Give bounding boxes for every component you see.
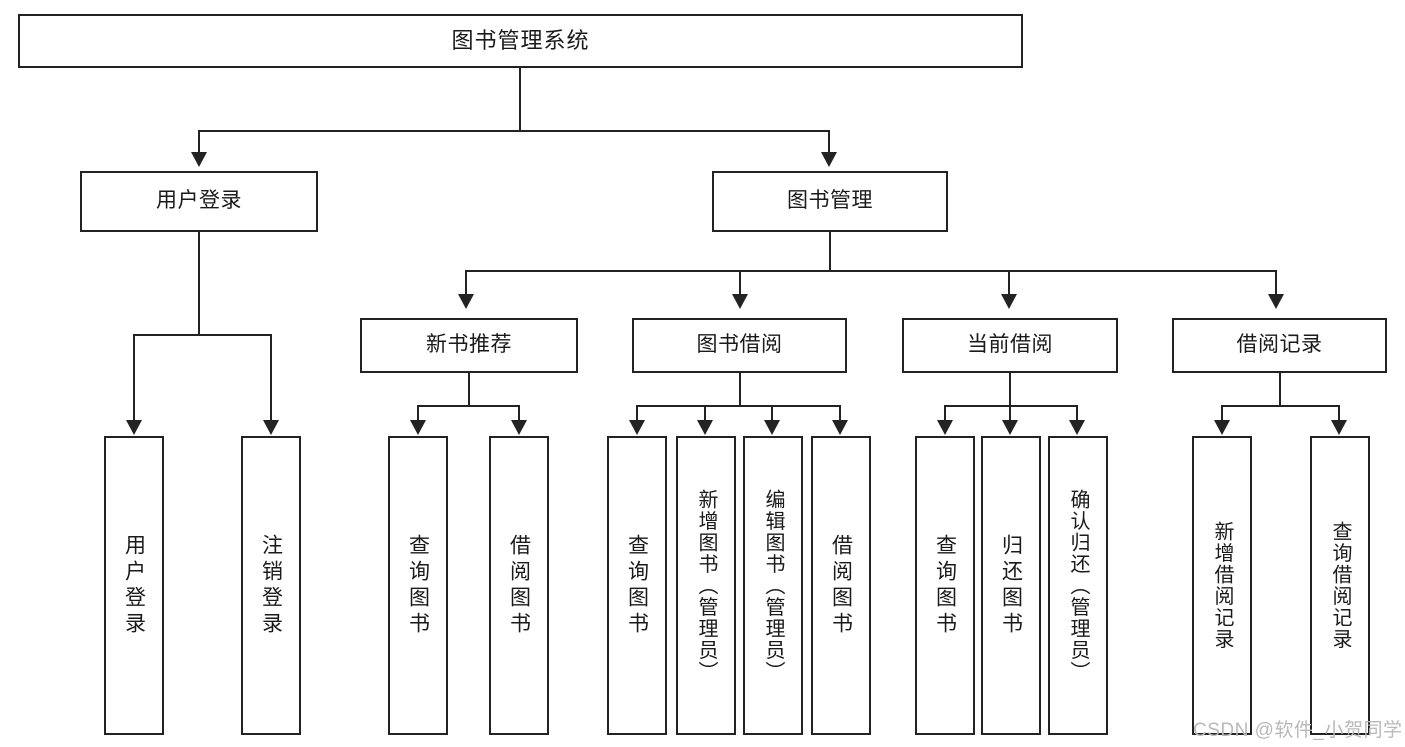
node-label: 借阅图书 — [507, 533, 531, 638]
arrow-book-borrow-to-leaf-1 — [697, 420, 713, 435]
connector-root-to-book-mgmt — [828, 130, 830, 154]
connector-book-mgmt-spreader — [465, 270, 1276, 272]
connector-book-borrow-to-leaf-2 — [771, 405, 773, 423]
node-label: 归还图书 — [999, 533, 1023, 638]
connector-current-borrow-spreader — [944, 405, 1078, 407]
node-label: 编辑图书（管理员） — [762, 488, 784, 683]
connector-current-borrow-to-leaf-1 — [1009, 405, 1011, 423]
arrow-new-book-to-leaf-0 — [410, 420, 426, 435]
connector-root-spreader — [198, 130, 830, 132]
leaf-borrow-records-query[interactable]: 查询借阅记录 — [1310, 436, 1370, 735]
node-label: 注销登录 — [259, 533, 283, 638]
connector-user-login-to-leaf-0 — [133, 334, 135, 422]
arrow-book-borrow-to-leaf-0 — [629, 420, 645, 435]
connector-book-mgmt-trunk — [829, 232, 831, 272]
leaf-current-borrow-return[interactable]: 归还图书 — [981, 436, 1041, 735]
node-user-login[interactable]: 用户登录 — [80, 171, 318, 232]
leaf-user-login-login[interactable]: 用户登录 — [104, 436, 164, 735]
connector-book-mgmt-to-book-borrow — [739, 270, 741, 296]
arrow-root-to-user-login — [191, 152, 207, 167]
connector-new-book-trunk — [468, 373, 470, 406]
node-label: 新增借阅记录 — [1211, 521, 1233, 650]
connector-user-login-to-leaf-1 — [270, 334, 272, 422]
connector-book-borrow-to-leaf-1 — [704, 405, 706, 423]
node-label: 借阅图书 — [829, 533, 853, 638]
arrow-user-login-to-leaf-1 — [263, 420, 279, 435]
node-borrow-records[interactable]: 借阅记录 — [1172, 318, 1387, 373]
connector-borrow-records-to-leaf-0 — [1221, 405, 1223, 423]
node-label: 图书管理系统 — [451, 28, 590, 54]
connector-new-book-to-leaf-1 — [518, 405, 520, 423]
connector-borrow-records-trunk — [1279, 373, 1281, 406]
leaf-new-book-query[interactable]: 查询图书 — [388, 436, 448, 735]
node-current-borrow[interactable]: 当前借阅 — [902, 318, 1118, 373]
node-label: 当前借阅 — [967, 333, 1053, 357]
node-label: 新增图书（管理员） — [695, 488, 717, 683]
arrow-book-mgmt-to-book-borrow — [732, 294, 748, 309]
node-label: 查询图书 — [933, 533, 957, 638]
node-new-book-recommend[interactable]: 新书推荐 — [360, 318, 578, 373]
leaf-book-borrow-query[interactable]: 查询图书 — [607, 436, 667, 735]
leaf-book-borrow-borrow[interactable]: 借阅图书 — [811, 436, 871, 735]
node-label: 用户登录 — [122, 533, 146, 638]
node-label: 图书借阅 — [696, 333, 783, 357]
node-label: 查询图书 — [406, 533, 430, 638]
connector-user-login-trunk — [198, 232, 200, 335]
connector-root-to-user-login — [198, 130, 200, 154]
connector-user-login-spreader — [133, 334, 272, 336]
arrow-root-to-book-mgmt — [821, 152, 837, 167]
connector-root-trunk — [519, 68, 521, 132]
connector-new-book-to-leaf-0 — [417, 405, 419, 423]
connector-book-borrow-to-leaf-3 — [839, 405, 841, 423]
arrow-current-borrow-to-leaf-0 — [937, 420, 953, 435]
node-label: 新书推荐 — [426, 333, 512, 357]
node-label: 图书管理 — [787, 189, 873, 213]
node-label: 用户登录 — [156, 189, 242, 213]
node-label: 查询图书 — [625, 533, 649, 638]
arrow-borrow-records-to-leaf-0 — [1214, 420, 1230, 435]
arrow-user-login-to-leaf-0 — [126, 420, 142, 435]
connector-current-borrow-to-leaf-0 — [944, 405, 946, 423]
arrow-book-mgmt-to-new-book — [458, 294, 474, 309]
leaf-borrow-records-add[interactable]: 新增借阅记录 — [1192, 436, 1252, 735]
connector-borrow-records-spreader — [1221, 405, 1340, 407]
connector-book-borrow-to-leaf-0 — [636, 405, 638, 423]
leaf-user-login-logout[interactable]: 注销登录 — [241, 436, 301, 735]
arrow-book-mgmt-to-current-borrow — [1001, 294, 1017, 309]
connector-new-book-spreader — [417, 405, 520, 407]
node-book-borrow[interactable]: 图书借阅 — [632, 318, 847, 373]
node-root-system[interactable]: 图书管理系统 — [18, 14, 1023, 68]
connector-book-mgmt-to-new-book — [465, 270, 467, 296]
arrow-current-borrow-to-leaf-2 — [1069, 420, 1085, 435]
arrow-new-book-to-leaf-1 — [511, 420, 527, 435]
leaf-book-borrow-add[interactable]: 新增图书（管理员） — [676, 436, 736, 735]
leaf-current-borrow-query[interactable]: 查询图书 — [915, 436, 975, 735]
leaf-new-book-borrow[interactable]: 借阅图书 — [489, 436, 549, 735]
connector-book-borrow-spreader — [636, 405, 841, 407]
connector-book-borrow-trunk — [739, 373, 741, 406]
node-label: 确认归还（管理员） — [1067, 488, 1089, 683]
arrow-book-borrow-to-leaf-2 — [764, 420, 780, 435]
node-label: 借阅记录 — [1236, 333, 1323, 357]
connector-book-mgmt-to-current-borrow — [1008, 270, 1010, 296]
node-label: 查询借阅记录 — [1329, 521, 1351, 650]
node-book-management[interactable]: 图书管理 — [712, 171, 948, 232]
connector-current-borrow-to-leaf-2 — [1076, 405, 1078, 423]
arrow-book-mgmt-to-borrow-records — [1268, 294, 1284, 309]
arrow-current-borrow-to-leaf-1 — [1002, 420, 1018, 435]
connector-borrow-records-to-leaf-1 — [1338, 405, 1340, 423]
connector-book-mgmt-to-borrow-records — [1275, 270, 1277, 296]
arrow-borrow-records-to-leaf-1 — [1331, 420, 1347, 435]
connector-current-borrow-trunk — [1009, 373, 1011, 406]
leaf-current-borrow-confirm-return[interactable]: 确认归还（管理员） — [1048, 436, 1108, 735]
arrow-book-borrow-to-leaf-3 — [832, 420, 848, 435]
leaf-book-borrow-edit[interactable]: 编辑图书（管理员） — [743, 436, 803, 735]
